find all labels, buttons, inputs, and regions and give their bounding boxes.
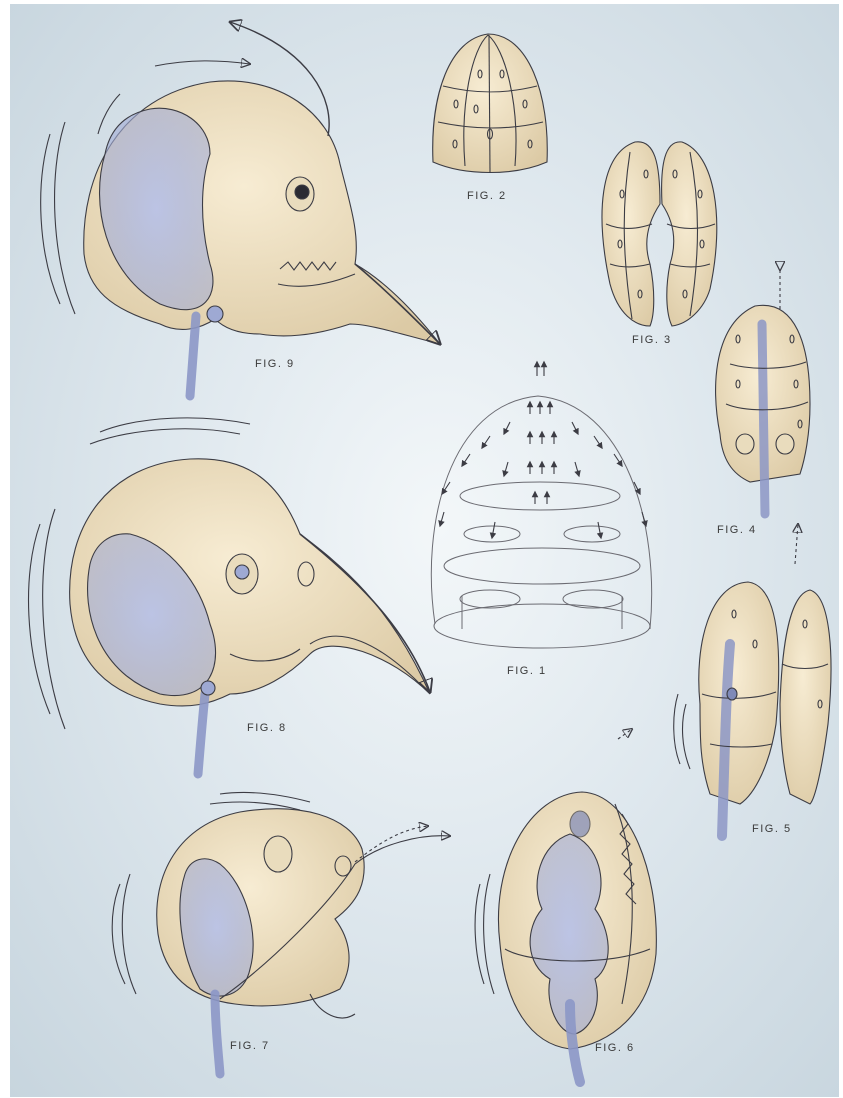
fig2-caption: FIG. 2 [467, 190, 507, 202]
sketch-artwork [10, 4, 839, 1097]
fig4-drawing [716, 270, 810, 514]
fig9-drawing [41, 22, 440, 396]
fig5-drawing [674, 524, 831, 836]
fig6-drawing [475, 729, 656, 1082]
fig2-drawing [433, 34, 548, 173]
fig5-caption: FIG. 5 [752, 823, 792, 835]
fig7-caption: FIG. 7 [230, 1040, 270, 1052]
fig3-caption: FIG. 3 [632, 334, 672, 346]
fig3-drawing [602, 142, 717, 326]
fig8-drawing [29, 418, 430, 774]
fig1-caption: FIG. 1 [507, 665, 547, 677]
fig7-drawing [112, 792, 450, 1074]
fig1-drawing [431, 362, 651, 648]
fig8-caption: FIG. 8 [247, 722, 287, 734]
fig4-caption: FIG. 4 [717, 524, 757, 536]
fig9-caption: FIG. 9 [255, 358, 295, 370]
fig6-caption: FIG. 6 [595, 1042, 635, 1054]
illustration-plate: FIG. 2 FIG. 3 FIG. 9 FIG. 4 FIG. 1 FIG. … [10, 4, 839, 1097]
